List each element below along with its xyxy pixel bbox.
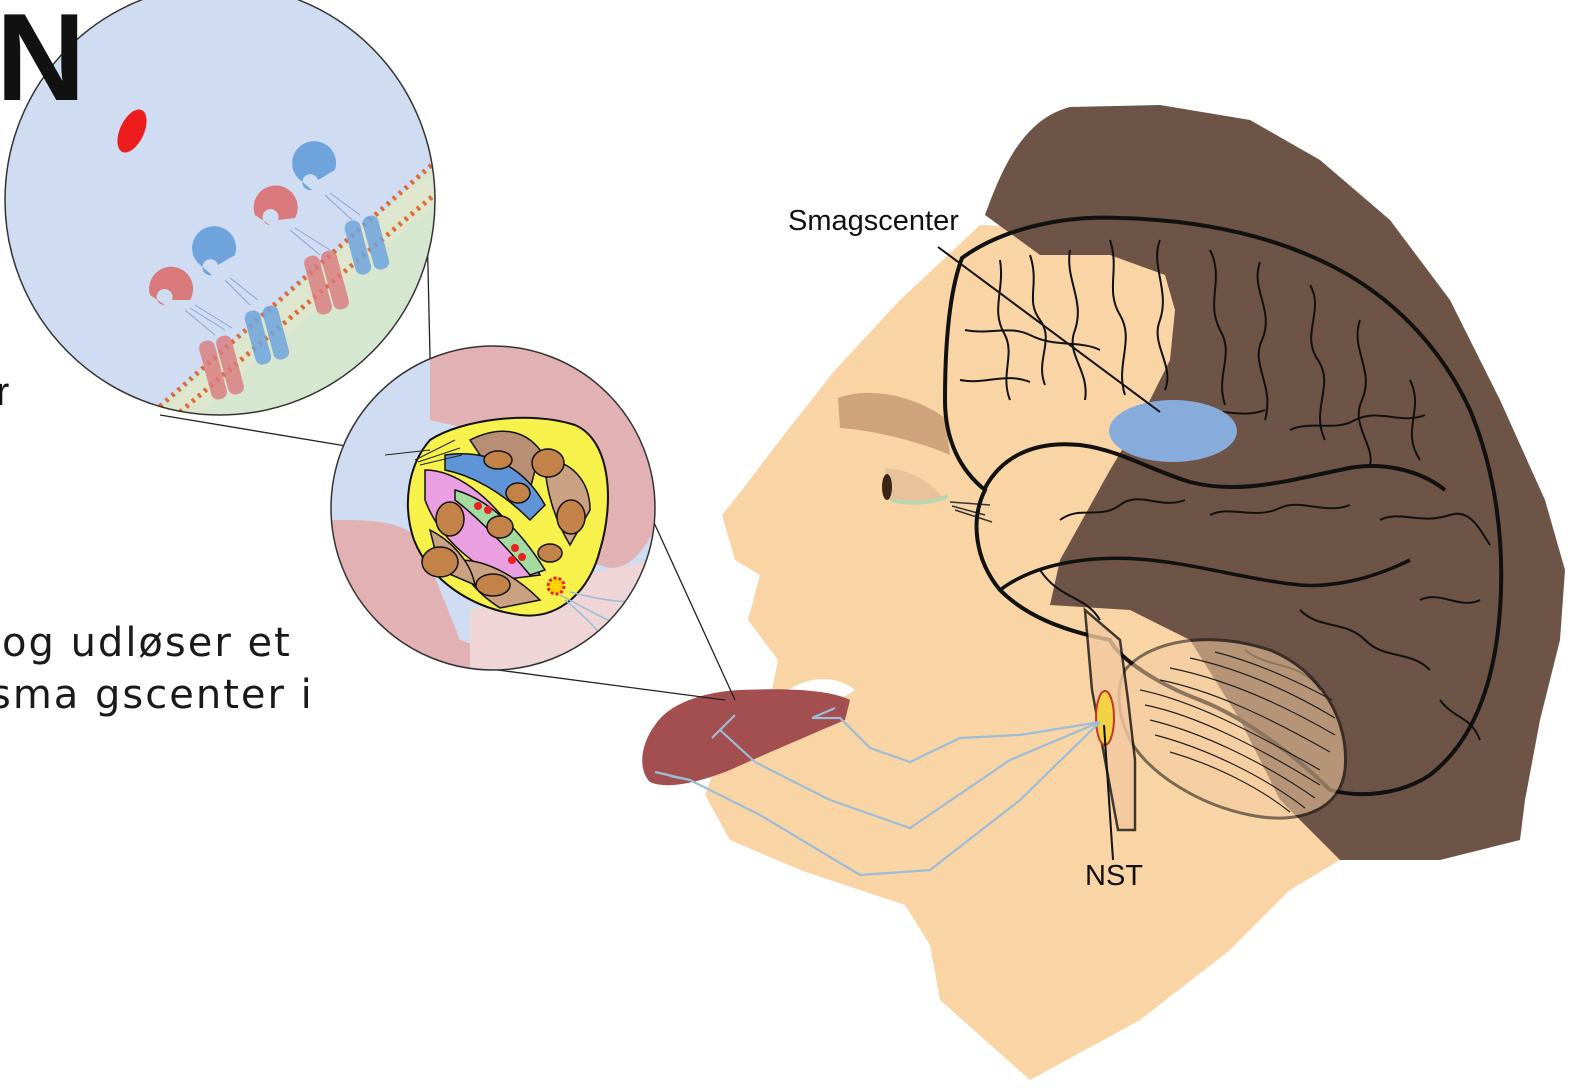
- stray-text-fragment: r: [0, 372, 9, 412]
- head-illustration: [705, 105, 1565, 1080]
- taste-center-region: [1109, 400, 1237, 462]
- nst-label: NST: [1085, 860, 1143, 893]
- pupil: [882, 474, 892, 500]
- taste-bud-magnifier: [330, 345, 660, 680]
- heading-fragment: N: [0, 0, 86, 120]
- body-text-line-1: og udløser et: [2, 620, 292, 666]
- body-text-line-2: sma gscenter i: [0, 672, 314, 718]
- signal-burst: [548, 578, 564, 594]
- taste-center-label: Smagscenter: [788, 205, 959, 238]
